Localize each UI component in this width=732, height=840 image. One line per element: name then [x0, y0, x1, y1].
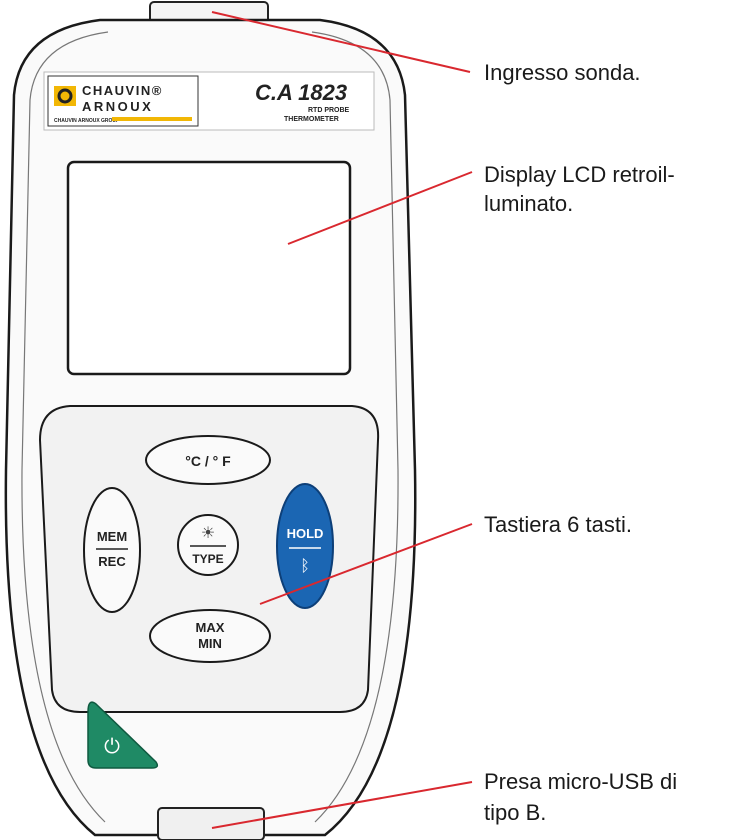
device-inner-edge [21, 31, 109, 823]
power-key[interactable]: ⏻ [87, 701, 159, 769]
leader-line-keypad [259, 523, 473, 605]
leader-line-lcd [287, 171, 473, 245]
power-icon: ⏻ [104, 734, 120, 758]
model-name: C.A 1823 [255, 80, 347, 105]
leader-line-usb [211, 781, 473, 829]
model-sub1: RTD PROBE [308, 107, 350, 114]
max-min-key[interactable]: MAX MIN [149, 609, 271, 663]
callout-lcd-line2: luminato. [484, 191, 574, 216]
min-label: MIN [198, 636, 222, 651]
backlight-icon: ☀ [201, 523, 215, 542]
leader-line-probe [211, 11, 471, 73]
unit-key[interactable]: °C / ° F [145, 435, 271, 485]
type-label: TYPE [192, 552, 223, 566]
callout-keypad: Tastiera 6 tasti. [484, 512, 632, 537]
usb-port [157, 807, 265, 840]
hold-label: HOLD [287, 526, 324, 541]
max-label: MAX [196, 620, 225, 635]
callout-probe-input: Ingresso sonda. [484, 60, 641, 85]
brand-sub: CHAUVIN ARNOUX GROUP [54, 118, 120, 124]
backlight-type-key[interactable]: ☀ TYPE [177, 514, 239, 576]
lcd-display [66, 160, 352, 376]
callout-usb-line1: Presa micro-USB di [484, 769, 678, 794]
brand-logo-mark [57, 88, 73, 104]
mem-label: MEM [97, 529, 127, 544]
bluetooth-icon: ᛒ [300, 556, 310, 575]
model-sub2: THERMOMETER [284, 116, 339, 123]
mem-rec-key[interactable]: MEM REC [83, 487, 141, 613]
device-inner-edge-right [311, 31, 399, 823]
callout-lcd-line1: Display LCD retroil- [484, 162, 675, 187]
brand-stripe [112, 117, 192, 121]
unit-key-label: °C / ° F [185, 453, 231, 469]
brand-line2: ARNOUX [82, 99, 153, 114]
callout-usb-line2: tipo B. [484, 800, 547, 825]
brand-line1: CHAUVIN® [82, 83, 163, 98]
hold-bluetooth-key[interactable]: HOLD ᛒ [276, 483, 334, 609]
rec-label: REC [98, 554, 126, 569]
